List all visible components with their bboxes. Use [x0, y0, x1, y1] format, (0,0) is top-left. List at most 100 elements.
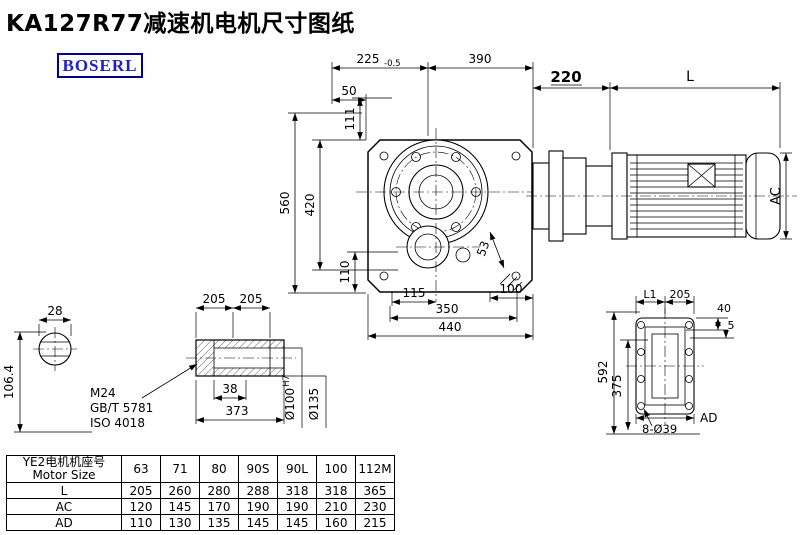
dim-AC-label: AC: [769, 187, 784, 205]
shaft-end-extension-lines: [14, 324, 92, 433]
front-view-centerlines: [356, 128, 544, 302]
housing-corner-holes: [379, 151, 521, 281]
flange-centerlines: [626, 308, 704, 424]
cell: 365: [355, 482, 395, 499]
cell: 280: [199, 482, 239, 499]
flange-bolt-holes-8: [637, 321, 693, 410]
cell: 230: [355, 498, 395, 515]
cell: 210: [316, 498, 356, 515]
shaft-hatch-top-wall: [214, 340, 284, 348]
cell: 170: [199, 498, 239, 515]
dim-375-label: 375: [610, 375, 624, 398]
dim-560-label: 560: [278, 192, 292, 215]
row-label-AC: AC: [6, 498, 122, 515]
dim-225-label: 225: [357, 52, 380, 66]
dim-350-label: 350: [436, 302, 459, 316]
shaft-hatch-bottom-wall: [214, 368, 284, 376]
cell: 288: [238, 482, 278, 499]
shaft-extension-lines: [195, 312, 327, 428]
size-col-80: 80: [199, 455, 239, 483]
cell: 120: [121, 498, 161, 515]
dim-40-label: 40: [717, 302, 731, 315]
nameplate-cross: [687, 163, 716, 188]
shaft-bore-lines: [213, 340, 284, 376]
dim-205b-label: 205: [240, 292, 263, 306]
left-dimensions: 560 420 111 110: [278, 97, 398, 294]
dim-AD-label: AD: [700, 411, 717, 425]
shaft-end-view: 28 106.4: [2, 304, 92, 433]
flange-end-view: L1 205 40 5 592 375 8-Ø39 AD: [596, 288, 735, 436]
brand-logo: BOSERL: [57, 53, 143, 78]
cell: 110: [121, 514, 161, 531]
table-row-AD: AD 110 130 135 145 145 160 215: [6, 514, 395, 531]
dim-100-label: 100: [500, 282, 523, 296]
header-cn: YE2电机机座号: [22, 455, 106, 469]
hollow-shaft-section: 205 205 38 373 M24 GB/T 5781 ISO 4018 Ø1…: [90, 292, 327, 430]
size-col-90s: 90S: [238, 455, 278, 483]
dim-440-label: 440: [439, 320, 462, 334]
bore-diameter-tolerance: H7: [282, 375, 292, 387]
motor-side-view: [526, 150, 797, 242]
motor-cooling-fins: [630, 162, 743, 230]
cell: 130: [160, 514, 200, 531]
shaft-end-centerlines: [33, 327, 77, 371]
thread-standard-iso: ISO 4018: [90, 416, 145, 430]
row-label-AD: AD: [6, 514, 122, 531]
cell: 318: [277, 482, 317, 499]
row-label-L: L: [6, 482, 122, 499]
dim-205a-label: 205: [203, 292, 226, 306]
drain-plug-circle: [455, 247, 471, 263]
motor-size-header-cell: YE2电机机座号 Motor Size: [6, 455, 122, 483]
size-col-63: 63: [121, 455, 161, 483]
cell: 318: [316, 482, 356, 499]
cell: 145: [277, 514, 317, 531]
motor-diameter-dimension: AC: [769, 152, 792, 240]
dim-5-label: 5: [728, 319, 735, 332]
dim-115-label: 115: [403, 286, 426, 300]
dim-111-label: 111: [343, 108, 357, 131]
thread-standard-gb: GB/T 5781: [90, 401, 153, 415]
top-extension-lines: [331, 62, 781, 150]
bore-diameter-label: Ø100: [283, 388, 297, 420]
cell: 260: [160, 482, 200, 499]
cell: 215: [355, 514, 395, 531]
dim-205c-label: 205: [670, 288, 691, 301]
dim-592-label: 592: [596, 361, 610, 384]
cell: 190: [238, 498, 278, 515]
thread-leader-line: [141, 363, 198, 399]
gearbox-front-view: 53: [356, 128, 544, 302]
size-col-112m: 112M: [355, 455, 395, 483]
cell: 145: [160, 498, 200, 515]
technical-drawing: 53 225 -0.5 390 220: [2, 52, 797, 436]
dim-390-label: 390: [469, 52, 492, 66]
table-row-L: L 205 260 280 288 318 318 365: [6, 482, 395, 499]
cell: 160: [316, 514, 356, 531]
dim-220-label: 220: [550, 68, 581, 86]
size-col-71: 71: [160, 455, 200, 483]
size-col-90l: 90L: [277, 455, 317, 483]
bottom-dimensions: 115 100 350 440: [367, 282, 534, 340]
dim-L-label: L: [686, 69, 694, 85]
dim-53-line: [489, 231, 505, 269]
header-en: Motor Size: [32, 468, 96, 482]
dim-106-label: 106.4: [2, 365, 16, 399]
table-header-row: YE2电机机座号 Motor Size 63 71 80 90S 90L 100…: [6, 455, 395, 483]
dim-373-label: 373: [226, 404, 249, 418]
dim-420-label: 420: [303, 194, 317, 217]
dim-110-label: 110: [338, 261, 352, 284]
top-dimensions: 225 -0.5 390 220 L 50: [331, 52, 781, 150]
dim-38-label: 38: [222, 382, 237, 396]
bolt-holes-label: 8-Ø39: [642, 422, 677, 436]
dim-50-label: 50: [341, 84, 356, 98]
dim-L1-label: L1: [643, 288, 656, 301]
dim-28-label: 28: [47, 304, 62, 318]
thread-label: M24: [90, 386, 116, 400]
hub-diameter-label: Ø135: [307, 388, 321, 420]
size-col-100: 100: [316, 455, 356, 483]
corner-hatch-marks: [499, 273, 523, 291]
cell: 205: [121, 482, 161, 499]
cell: 135: [199, 514, 239, 531]
cell: 190: [277, 498, 317, 515]
dim-53-label: 53: [474, 239, 492, 258]
